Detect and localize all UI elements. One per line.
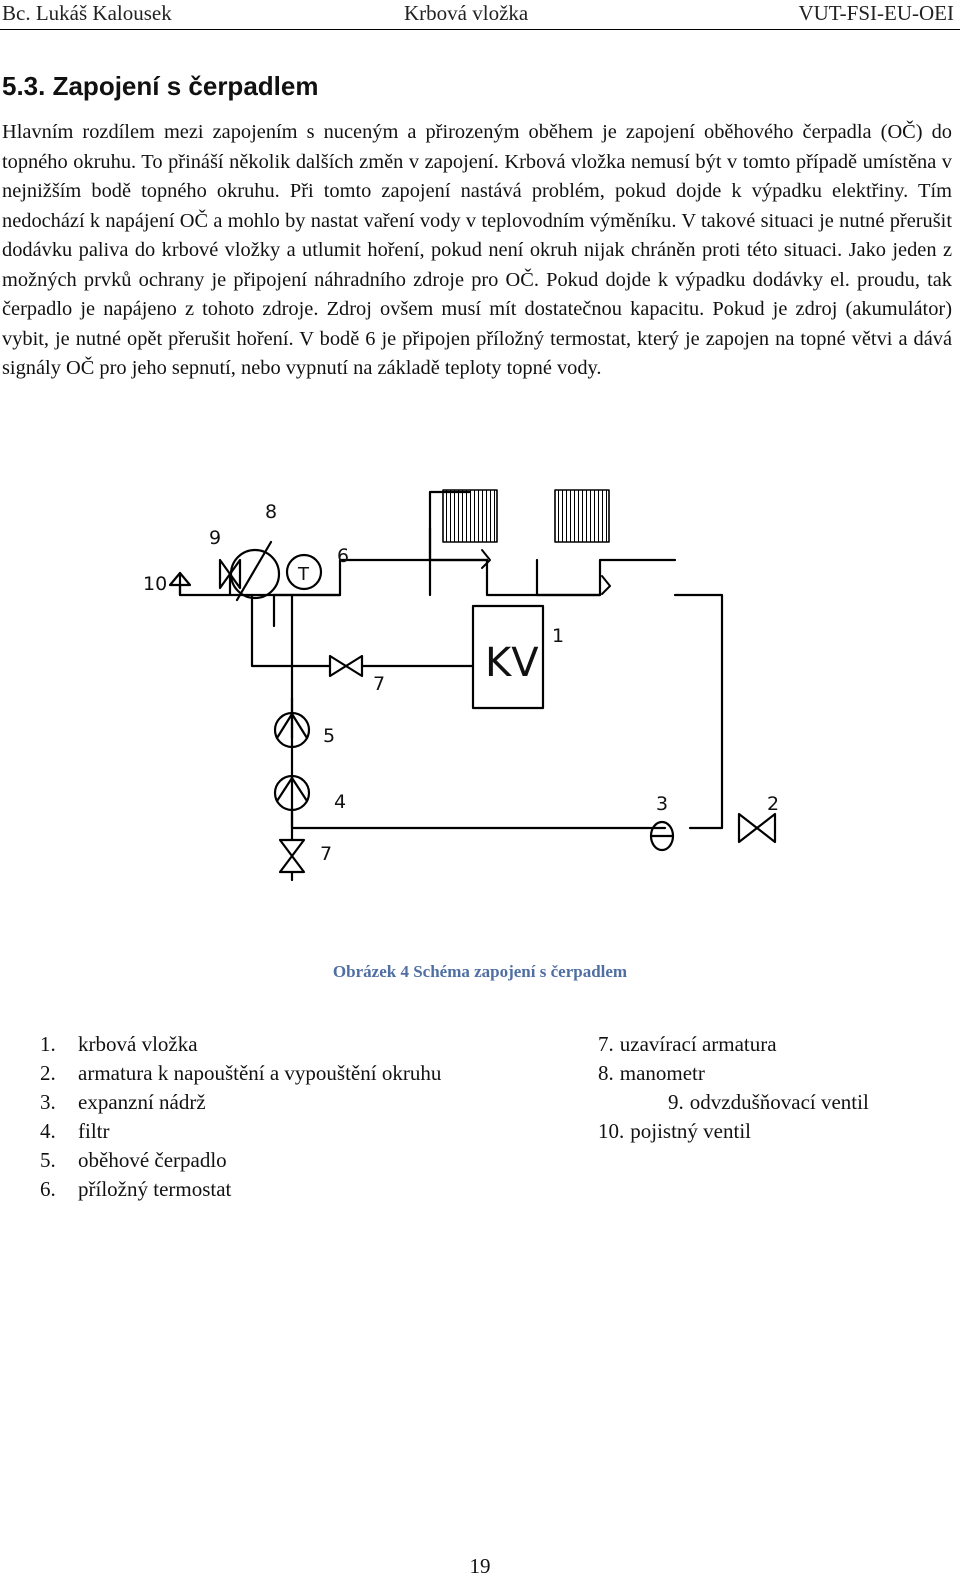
legend-text: uzavírací armatura <box>619 1032 777 1056</box>
legend-num: 6. <box>40 1177 56 1201</box>
legend-item: 8.manometr <box>598 1059 869 1088</box>
legend-text: armatura k napouštění a vypouštění okruh… <box>78 1061 442 1085</box>
legend-item: 1. krbová vložka <box>40 1030 441 1059</box>
pipe-return <box>290 736 667 830</box>
pump-circuit-diagram: KV T 1 2 3 4 5 6 7 7 8 9 10 <box>143 489 779 882</box>
shutoff-valve-lower-icon <box>278 838 306 874</box>
fireplace-insert-kv <box>471 604 545 710</box>
legend-num: 7. <box>598 1032 614 1056</box>
header-author: Bc. Lukáš Kalousek <box>2 1 172 25</box>
legend-text: odvzdušňovací ventil <box>689 1090 869 1114</box>
label-8: 8 <box>265 501 277 523</box>
legend-num: 4. <box>40 1119 56 1143</box>
legend-item: 3. expanzní nádrž <box>40 1088 441 1117</box>
legend-text: pojistný ventil <box>630 1119 751 1143</box>
legend-num: 9. <box>668 1090 684 1114</box>
pipe-main-loop <box>272 558 724 830</box>
manometer-icon <box>229 548 281 600</box>
legend-num: 5. <box>40 1148 56 1172</box>
label-7-lower: 7 <box>320 843 332 865</box>
legend-item: 2. armatura k napouštění a vypouštění okr… <box>40 1059 441 1088</box>
label-6: 6 <box>337 545 349 567</box>
vent-valve-icon <box>218 558 242 590</box>
page-header: Bc. Lukáš Kalousek Krbová vložka VUT-FSI… <box>0 0 960 30</box>
radiator-1 <box>442 489 498 543</box>
label-5: 5 <box>323 725 335 747</box>
shutoff-valve-upper-icon <box>328 654 364 678</box>
label-9: 9 <box>209 527 221 549</box>
radiator-2 <box>554 489 610 543</box>
legend-item: 6. příložný termostat <box>40 1175 441 1204</box>
header-institution: VUT-FSI-EU-OEI <box>798 1 954 25</box>
legend-item: 5. oběhové čerpadlo <box>40 1146 441 1175</box>
label-4: 4 <box>334 791 346 813</box>
pipe-to-exchanger <box>250 593 475 740</box>
label-3: 3 <box>656 793 668 815</box>
legend-text: krbová vložka <box>78 1032 198 1056</box>
legend-num: 10. <box>598 1119 625 1143</box>
legend-item: 9.odvzdušňovací ventil <box>598 1088 869 1117</box>
thermostat-icon <box>285 553 323 591</box>
thermostat-symbol: T <box>297 564 310 585</box>
header-rule <box>0 29 960 30</box>
legend-item: 4. filtr <box>40 1117 441 1146</box>
page-number: 19 <box>469 1554 491 1578</box>
legend-num: 8. <box>598 1061 614 1085</box>
legend-right-list: 7.uzavírací armatura 8.manometr 9.odvzdu… <box>598 1030 869 1146</box>
legend-text: expanzní nádrž <box>78 1090 206 1114</box>
legend-item: 7.uzavírací armatura <box>598 1030 869 1059</box>
legend-left-list: 1. krbová vložka 2. armatura k napouštění … <box>40 1030 441 1204</box>
flow-arrow-icon <box>481 549 491 569</box>
section-heading: 5.3. Zapojení s čerpadlem <box>2 71 319 101</box>
kv-label: KV <box>485 640 539 686</box>
label-2: 2 <box>767 793 779 815</box>
legend-text: příložný termostat <box>78 1177 232 1201</box>
flow-arrow-icon <box>601 575 611 595</box>
drain-valve-icon <box>737 812 777 844</box>
body-paragraph: Hlavním rozdílem mezi zapojením s nucený… <box>2 121 952 379</box>
label-7-upper: 7 <box>373 673 385 695</box>
legend-text: manometr <box>619 1061 705 1085</box>
label-1: 1 <box>552 625 564 647</box>
label-10: 10 <box>143 573 167 595</box>
header-title: Krbová vložka <box>404 1 529 25</box>
legend-text: oběhové čerpadlo <box>78 1148 227 1172</box>
legend-num: 3. <box>40 1090 56 1114</box>
figure-caption: Obrázek 4 Schéma zapojení s čerpadlem <box>332 962 628 981</box>
legend-num: 2. <box>40 1061 56 1085</box>
pipe-radiator-branch <box>428 490 602 597</box>
legend-item: 10.pojistný ventil <box>598 1117 869 1146</box>
legend-num: 1. <box>40 1032 56 1056</box>
legend-text: filtr <box>78 1119 110 1143</box>
